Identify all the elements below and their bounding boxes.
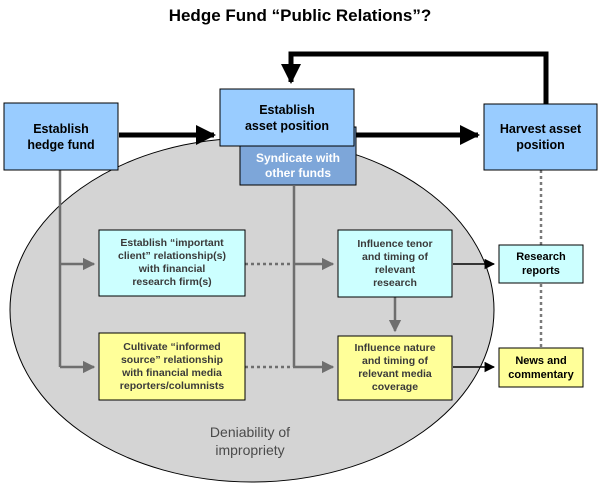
box-harvest	[483, 103, 598, 171]
box-establish-position	[219, 88, 355, 147]
box-news-commentary	[498, 347, 584, 388]
label-research-relationship: Establish “important client” relationshi…	[118, 237, 226, 288]
label-influence-media: Influence nature and timing of relevant …	[354, 342, 436, 393]
label-establish-position: Establish asset position	[244, 102, 330, 133]
box-influence-media	[337, 335, 453, 401]
label-research-reports: Research reports	[516, 251, 566, 277]
loop-arrow	[281, 51, 549, 104]
box-media-relationship	[98, 332, 246, 401]
label-establish-fund: Establish hedge fund	[27, 121, 95, 152]
ellipse-label: Deniability of impropriety	[209, 424, 291, 458]
box-research-reports	[498, 244, 584, 284]
diagram-title: Hedge Fund “Public Relations”?	[168, 6, 432, 25]
label-media-relationship: Cultivate “informed source” relationship…	[119, 340, 225, 392]
box-establish-fund	[3, 102, 119, 171]
box-research-relationship	[98, 229, 246, 297]
label-news-commentary: News and commentary	[508, 354, 574, 381]
label-harvest: Harvest asset position	[499, 122, 582, 152]
box-influence-research	[337, 229, 453, 298]
label-syndicate: Syndicate with other funds	[255, 150, 341, 180]
label-influence-research: Influence tenor and timing of relevant r…	[357, 237, 433, 289]
